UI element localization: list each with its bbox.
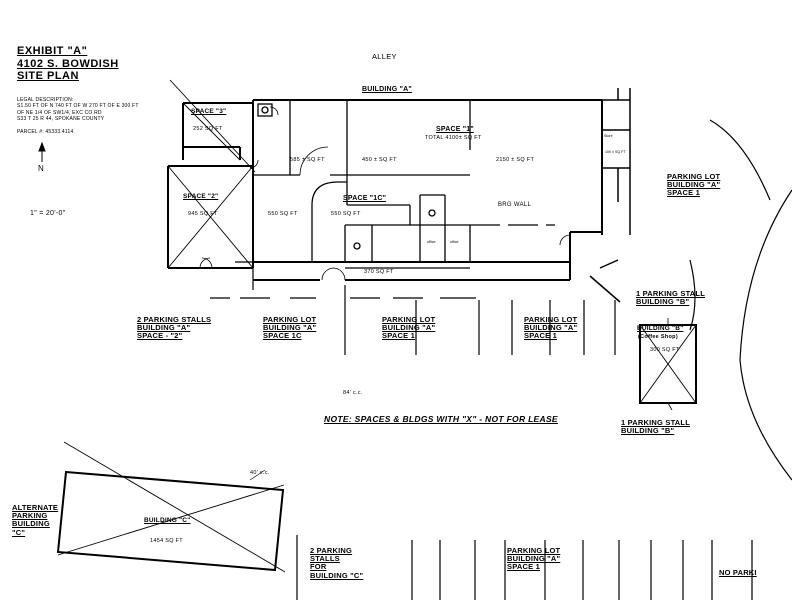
dimension-marks (249, 469, 266, 481)
left-stub (235, 261, 254, 290)
building-b-subtitle: (Coffee Shop) (638, 334, 678, 340)
not-for-lease-x-marks (167, 79, 256, 269)
building-b (639, 318, 697, 411)
not-for-lease-note: NOTE: SPACES & BLDGS WITH "X" - NOT FOR … (324, 414, 558, 424)
scale-label: 1" = 20'-0" (30, 210, 66, 217)
corridor-area: 370 SQ FT (364, 269, 394, 275)
building-c-title: BUILDING "C" (144, 517, 191, 524)
space-1-area-a: 585 ± SQ FT (290, 157, 325, 163)
north-arrow-icon (38, 141, 46, 162)
building-c (56, 441, 286, 573)
parking-stall-lines (210, 285, 753, 600)
space-3-area: 252 SQ FT (193, 126, 223, 132)
space-1-title: SPACE "1" (436, 126, 474, 133)
space-2-area: 945 SQ FT (188, 211, 218, 217)
space-1c-title: SPACE "1C" (343, 195, 387, 202)
legal-heading: LEGAL DESCRIPTION: (17, 97, 74, 103)
alley-label: ALLEY (372, 52, 397, 61)
no-parking-label: NO PARKI (719, 568, 757, 577)
space-1c-area-a: 550 SQ FT (268, 211, 298, 217)
legal-line-1: S1.50 FT OF N 740 FT OF W 270 FT OF E 30… (17, 103, 139, 110)
north-label: N (38, 164, 45, 173)
legal-line-3: S33 T 25 R 44, SPOKANE COUNTY (17, 116, 105, 123)
dimension-40cc: 40' c.c. (250, 470, 270, 476)
title-line-2: 4102 S. BOWDISH (17, 57, 119, 70)
parcel-number: PARCEL #: 45333.4114 (17, 128, 74, 135)
building-a-partitions (199, 100, 571, 281)
building-b-title: BUILDING "B" (637, 325, 684, 332)
bearing-wall-label: BRG WALL (498, 202, 532, 208)
space-1-area-c: 2150 ± SQ FT (496, 157, 535, 163)
space-3-title: SPACE "3" (191, 108, 227, 115)
storage-label: Store (604, 134, 613, 138)
title-line-1: EXHIBIT "A" (17, 45, 88, 57)
building-c-area: 1454 SQ FT (150, 538, 183, 544)
office-label-b: office (450, 240, 459, 244)
space-2-title: SPACE "2" (183, 193, 219, 200)
side-area: 100 ± SQ FT (605, 150, 626, 154)
building-a-walls (167, 99, 603, 281)
space-1-total: TOTAL 4100± SQ FT (425, 135, 482, 141)
dimension-84cc: 84' c.c. (343, 390, 363, 396)
exhibit-title: EXHIBIT "A" 4102 S. BOWDISH SITE PLAN (17, 45, 119, 83)
building-b-area: 300 SQ FT (650, 347, 680, 353)
legal-description: LEGAL DESCRIPTION: S1.50 FT OF N 740 FT … (17, 97, 139, 135)
legal-line-2: OF NE 1/4 OF SW1/4, EXC CO RD (17, 109, 102, 116)
space-1c-area-b: 550 SQ FT (331, 211, 361, 217)
annex-right (589, 88, 631, 303)
title-line-3: SITE PLAN (17, 70, 79, 82)
office-label-a: office (427, 240, 436, 244)
building-a-label: BUILDING "A" (362, 86, 412, 93)
space-1-area-b: 450 ± SQ FT (362, 157, 397, 163)
